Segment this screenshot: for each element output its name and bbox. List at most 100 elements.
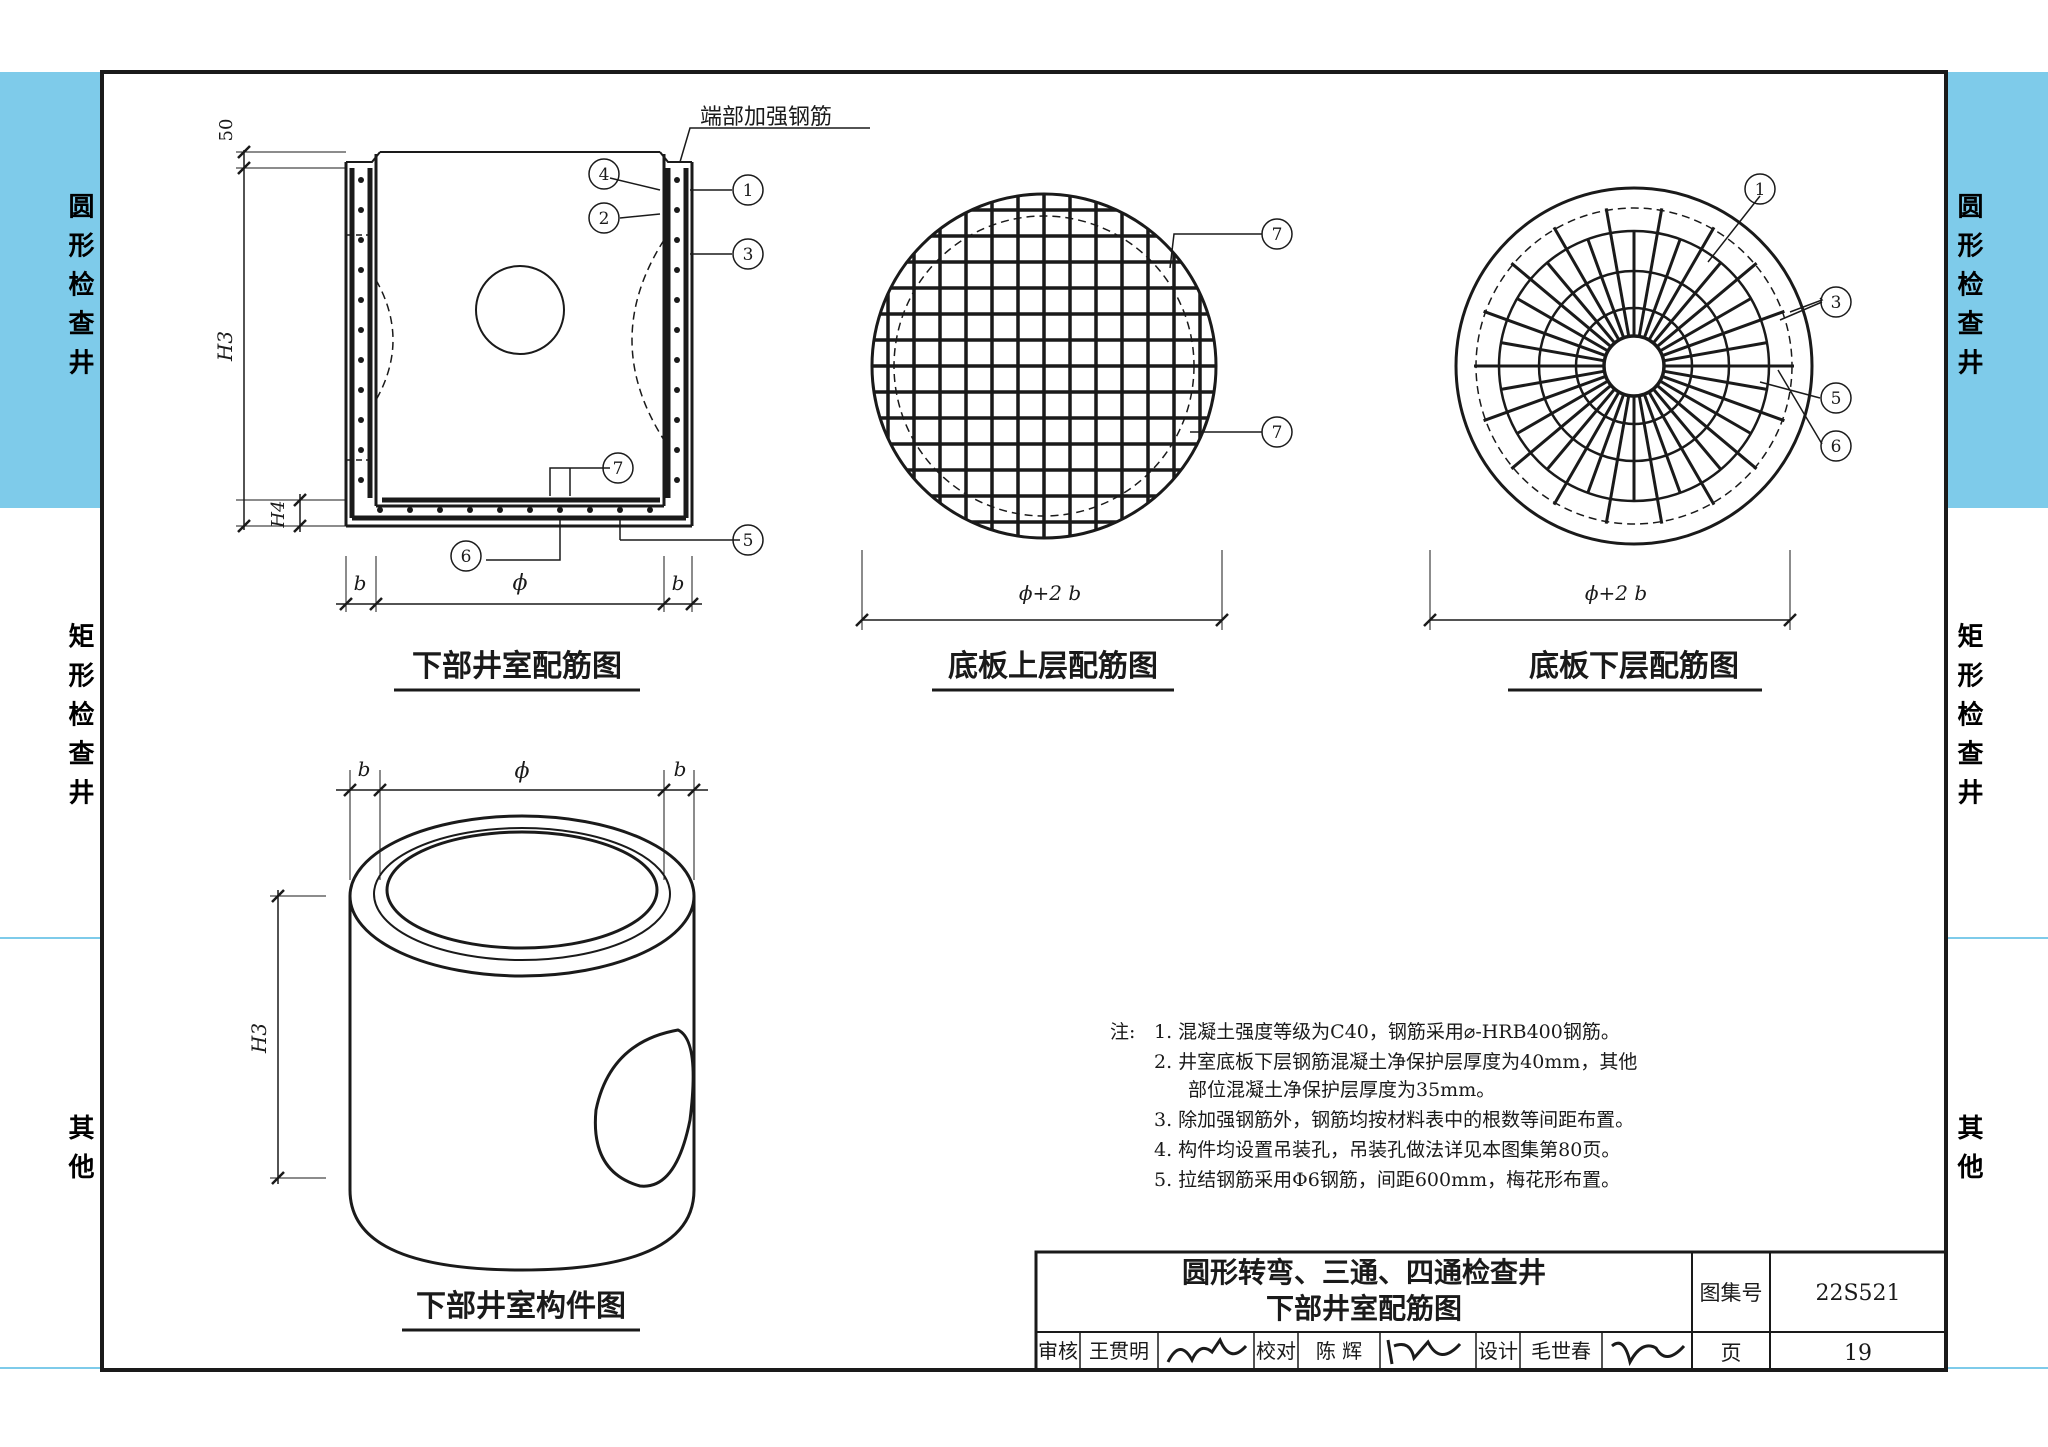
radial-bar [1604,395,1631,524]
radial-bar [1647,226,1716,341]
fig1-callout: 端部加强钢筋 [700,105,832,130]
radial-bar [1546,261,1616,344]
tab-left-rect-label: 矩形检查井 [64,622,94,817]
radial-bar [1659,297,1752,353]
fig1-dim-h3: H3 [213,331,237,362]
fig2-marker-7-top [1261,218,1293,250]
fig1-title: 下部井室配筋图 [412,649,622,684]
fig1-dim-b-right: b [672,571,685,595]
svg-text:5: 5 [743,531,754,551]
designer-name: 毛世春 [1531,1339,1591,1363]
checker-name: 陈 辉 [1316,1339,1362,1363]
title-block [1034,1250,1948,1372]
svg-text:3: 3 [1831,293,1842,313]
svg-text:6: 6 [461,547,472,567]
radial-bar [1661,374,1785,423]
svg-text:7: 7 [1272,225,1283,245]
radial-bar [1500,369,1605,391]
tab-right-rect-label: 矩形检查井 [1953,622,1983,817]
radial-bar [1586,238,1626,339]
left-side-tabs: 圆形检查井 矩形检查井 其他 [0,72,102,1369]
fig3-marker-5 [1820,382,1852,414]
notes: 注: 1. 混凝土强度等级为C40，钢筋采用⌀-HRB400钢筋。 2. 井室底… [1110,1021,1637,1191]
fig4-title: 下部井室构件图 [416,1289,626,1324]
review-label: 审核 [1038,1339,1078,1363]
fig2-title: 底板上层配筋图 [948,649,1158,684]
fig4-dim-h3: H3 [247,1023,271,1054]
drawing-title-line1: 圆形转弯、三通、四通检查井 [1182,1256,1546,1289]
tab-left-circular[interactable] [0,72,102,508]
radial-bar [1510,384,1612,470]
svg-text:7: 7 [613,459,624,479]
fig1-marker-7 [602,452,634,484]
radial-bar [1661,309,1785,358]
tab-left-rect[interactable] [0,508,102,938]
tab-right-circular[interactable] [1946,72,2048,508]
fig3-marker-6 [1820,430,1852,462]
tab-right-circular-label: 圆形检查井 [1953,193,1983,388]
radial-bar [1656,384,1758,470]
radial-bar [1637,395,1664,524]
fig4-component [270,770,708,1332]
fig1-marker-4 [588,158,620,190]
radial-bar [1642,393,1682,494]
svg-text:7: 7 [1272,423,1283,443]
fig3-marker-3 [1820,286,1852,318]
tab-left-other[interactable] [0,938,102,1368]
design-label: 设计 [1478,1339,1518,1363]
svg-text:4: 4 [599,165,610,185]
note-3: 3. 除加强钢筋外，钢筋均按材料表中的根数等间距布置。 [1154,1109,1634,1131]
fig1-marker-3 [732,238,764,270]
signature-designer [1611,1341,1686,1367]
check-label: 校对 [1256,1339,1296,1363]
note-2: 2. 井室底板下层钢筋混凝土净保护层厚度为40mm，其他 [1154,1051,1637,1073]
radial-bar [1663,369,1768,391]
fig1-dim-b-left: b [354,571,367,595]
page-label: 页 [1721,1341,1742,1365]
fig2-texts: 7 7 ϕ+2 b 底板上层配筋图 [948,225,1282,684]
radial-bar [1516,379,1609,435]
fig4-dim-b-left: b [358,757,371,781]
drawing-title-line2: 下部井室配筋图 [1266,1292,1462,1325]
fig1-section [236,127,870,692]
radial-bar [1516,297,1609,353]
fig1-rebar-dots [358,177,680,513]
svg-text:3: 3 [743,245,754,265]
fig1-dim-phi: ϕ [513,571,528,596]
radial-bar [1642,238,1682,339]
radial-bar [1637,208,1664,337]
radial-bar [1552,391,1621,506]
fig4-dim-b-right: b [674,757,687,781]
signature-checker [1386,1339,1462,1365]
fig4-dim-phi: ϕ [515,759,530,784]
fig3-texts: 1 3 5 6 ϕ+2 b 底板下层配筋图 [1529,180,1841,684]
radial-bar [1652,388,1722,471]
fig1-marker-2 [588,202,620,234]
svg-text:6: 6 [1831,437,1842,457]
radial-bar [1656,262,1758,348]
fig1-dim-top: 50 [216,119,237,142]
reviewer-name: 王贯明 [1089,1339,1149,1363]
radial-bar [1510,262,1612,348]
radial-bar [1659,379,1752,435]
svg-text:1: 1 [743,181,754,201]
title-block-texts: 圆形转弯、三通、四通检查井 下部井室配筋图 图集号 22S521 审核 王贯明 … [1038,1256,1901,1366]
notes-label: 注: [1110,1021,1135,1043]
svg-text:2: 2 [599,209,610,229]
radial-bar [1483,374,1607,423]
note-1: 1. 混凝土强度等级为C40，钢筋采用⌀-HRB400钢筋。 [1154,1021,1620,1043]
svg-text:1: 1 [1755,180,1766,200]
note-2-cont: 部位混凝土净保护层厚度为35mm。 [1188,1079,1495,1101]
radial-bar [1483,309,1607,358]
radial-bar [1663,341,1768,363]
atlas-label: 图集号 [1700,1281,1763,1305]
fig3-bottom-layer [1423,173,1852,692]
radial-bar [1647,391,1716,506]
fig3-dim: ϕ+2 b [1585,581,1647,605]
signature-reviewer [1166,1336,1248,1364]
sheet-border [100,70,1948,1372]
fig2-top-layer [855,192,1293,692]
tab-right-other-label: 其他 [1953,1114,1984,1192]
note-5: 5. 拉结钢筋采用Φ6钢筋，间距600mm，梅花形布置。 [1154,1169,1620,1191]
